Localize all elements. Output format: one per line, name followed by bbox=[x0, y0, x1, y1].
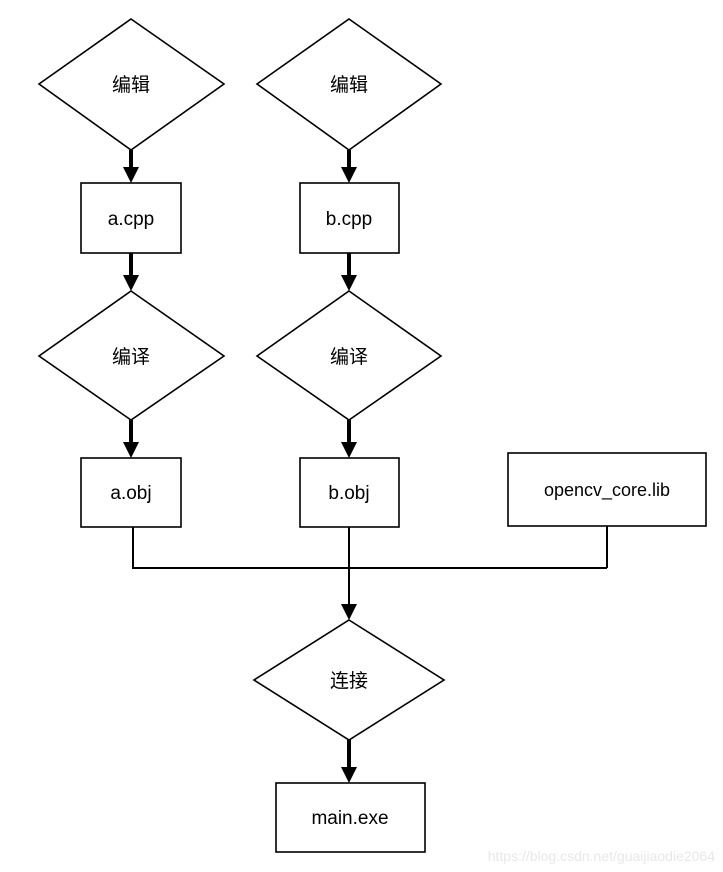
node-src-b: b.cpp bbox=[299, 182, 400, 254]
node-edit-b: 编辑 bbox=[255, 18, 443, 151]
node-link: 连接 bbox=[252, 619, 446, 741]
edge-link-to-exe bbox=[341, 740, 357, 783]
edge-edit-b-to-src-b bbox=[341, 150, 357, 183]
node-lib: opencv_core.lib bbox=[507, 452, 707, 527]
arrow-head-icon bbox=[123, 275, 139, 291]
edit-b-label: 编辑 bbox=[330, 74, 368, 96]
obj-a-rect bbox=[80, 457, 182, 528]
arrow-head-icon bbox=[123, 442, 139, 458]
edge-src-b-to-compile-b bbox=[341, 253, 357, 291]
compile-a-label: 编译 bbox=[112, 346, 150, 368]
edge-src-a-to-compile-a bbox=[123, 253, 139, 291]
arrow-head-icon bbox=[341, 275, 357, 291]
arrow-head-icon bbox=[341, 442, 357, 458]
arrow-head-icon bbox=[341, 167, 357, 183]
arrow-head-icon bbox=[341, 767, 357, 783]
node-exe: main.exe bbox=[275, 782, 426, 853]
edge-compile-b-to-obj-b bbox=[341, 420, 357, 458]
lib-rect bbox=[507, 452, 707, 527]
lib-label: opencv_core.lib bbox=[544, 480, 670, 501]
obj-b-rect bbox=[299, 457, 400, 528]
arrow-head-icon bbox=[123, 167, 139, 183]
edge-compile-a-to-obj-a bbox=[123, 420, 139, 458]
src-b-label: b.cpp bbox=[326, 209, 372, 230]
src-a-label: a.cpp bbox=[108, 209, 154, 230]
node-compile-a: 编译 bbox=[37, 290, 226, 421]
exe-rect bbox=[275, 782, 426, 853]
node-edit-a: 编辑 bbox=[37, 18, 226, 151]
watermark-text: https://blog.csdn.net/guaijiaodie2064 bbox=[487, 848, 715, 864]
obj-b-label: b.obj bbox=[328, 483, 369, 504]
edge-obj-b-to-link bbox=[341, 527, 357, 620]
compile-b-label: 编译 bbox=[330, 346, 368, 368]
node-compile-b: 编译 bbox=[255, 290, 443, 421]
obj-a-label: a.obj bbox=[110, 483, 151, 504]
node-obj-b: b.obj bbox=[299, 457, 400, 528]
edge-join-bus bbox=[132, 527, 607, 569]
edge-edit-a-to-src-a bbox=[123, 150, 139, 183]
link-label: 连接 bbox=[330, 670, 368, 692]
node-src-a: a.cpp bbox=[80, 182, 182, 254]
node-obj-a: a.obj bbox=[80, 457, 182, 528]
edit-a-label: 编辑 bbox=[112, 74, 150, 96]
src-a-rect bbox=[80, 182, 182, 254]
exe-label: main.exe bbox=[311, 808, 388, 829]
arrow-head-icon bbox=[341, 604, 357, 620]
